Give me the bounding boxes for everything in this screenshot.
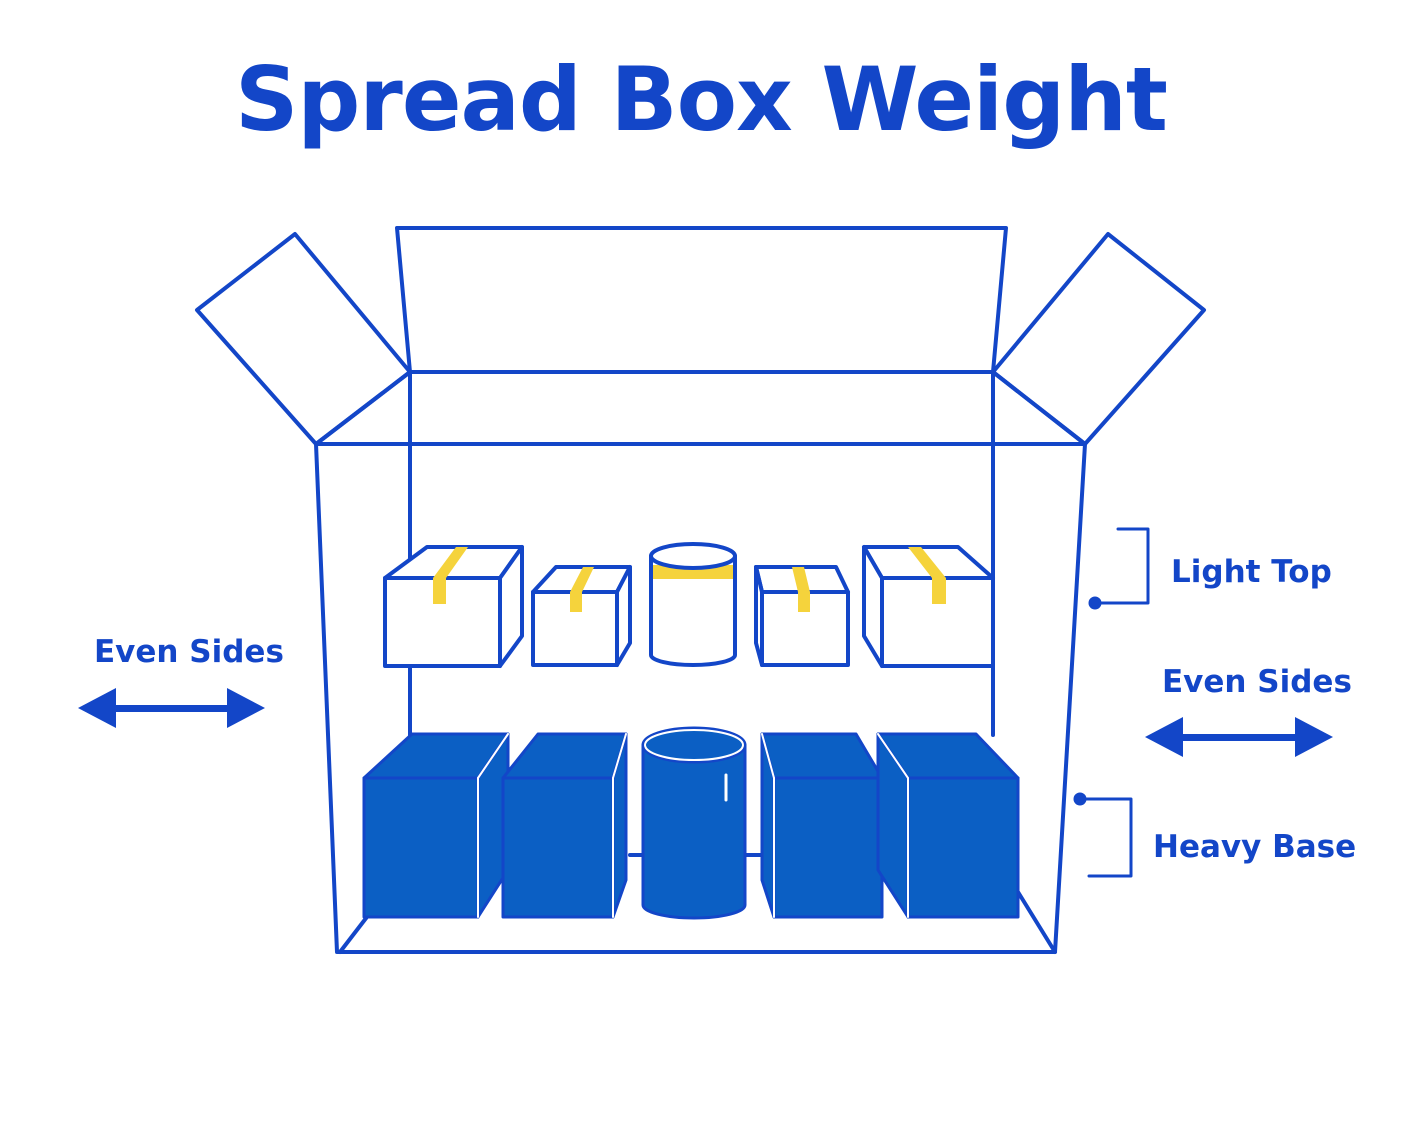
heavy-base-bracket xyxy=(1073,792,1133,878)
light-top-bracket xyxy=(1088,527,1150,610)
light-item-box-3 xyxy=(754,565,850,667)
even-sides-left-label: Even Sides xyxy=(94,634,284,670)
heavy-item-box-3[interactable] xyxy=(760,732,884,919)
even-sides-left-arrow xyxy=(78,688,265,728)
even-sides-right-label: Even Sides xyxy=(1162,664,1352,700)
box-back-flap xyxy=(395,226,1008,374)
light-top-label: Light Top xyxy=(1171,554,1332,590)
light-item-box-2 xyxy=(531,565,632,667)
box-front-outline xyxy=(314,442,1087,954)
heavy-item-box-1[interactable] xyxy=(362,732,510,919)
light-item-box-1 xyxy=(383,545,524,668)
box-right-flap xyxy=(991,232,1206,446)
light-item-canister xyxy=(649,542,737,667)
heavy-item-box-4[interactable] xyxy=(876,732,1020,919)
even-sides-right-arrow xyxy=(1145,717,1333,757)
box-right-rim xyxy=(991,370,1087,446)
diagram-title: Spread Box Weight xyxy=(235,48,1168,151)
light-item-box-4 xyxy=(862,545,995,668)
heavy-item-cylinder[interactable] xyxy=(641,726,747,920)
heavy-item-box-2[interactable] xyxy=(501,732,628,919)
box-inner-bottom-right xyxy=(1016,890,1057,954)
box-left-flap xyxy=(195,232,412,446)
box-left-rim xyxy=(314,370,412,446)
heavy-base-label: Heavy Base xyxy=(1153,829,1357,865)
